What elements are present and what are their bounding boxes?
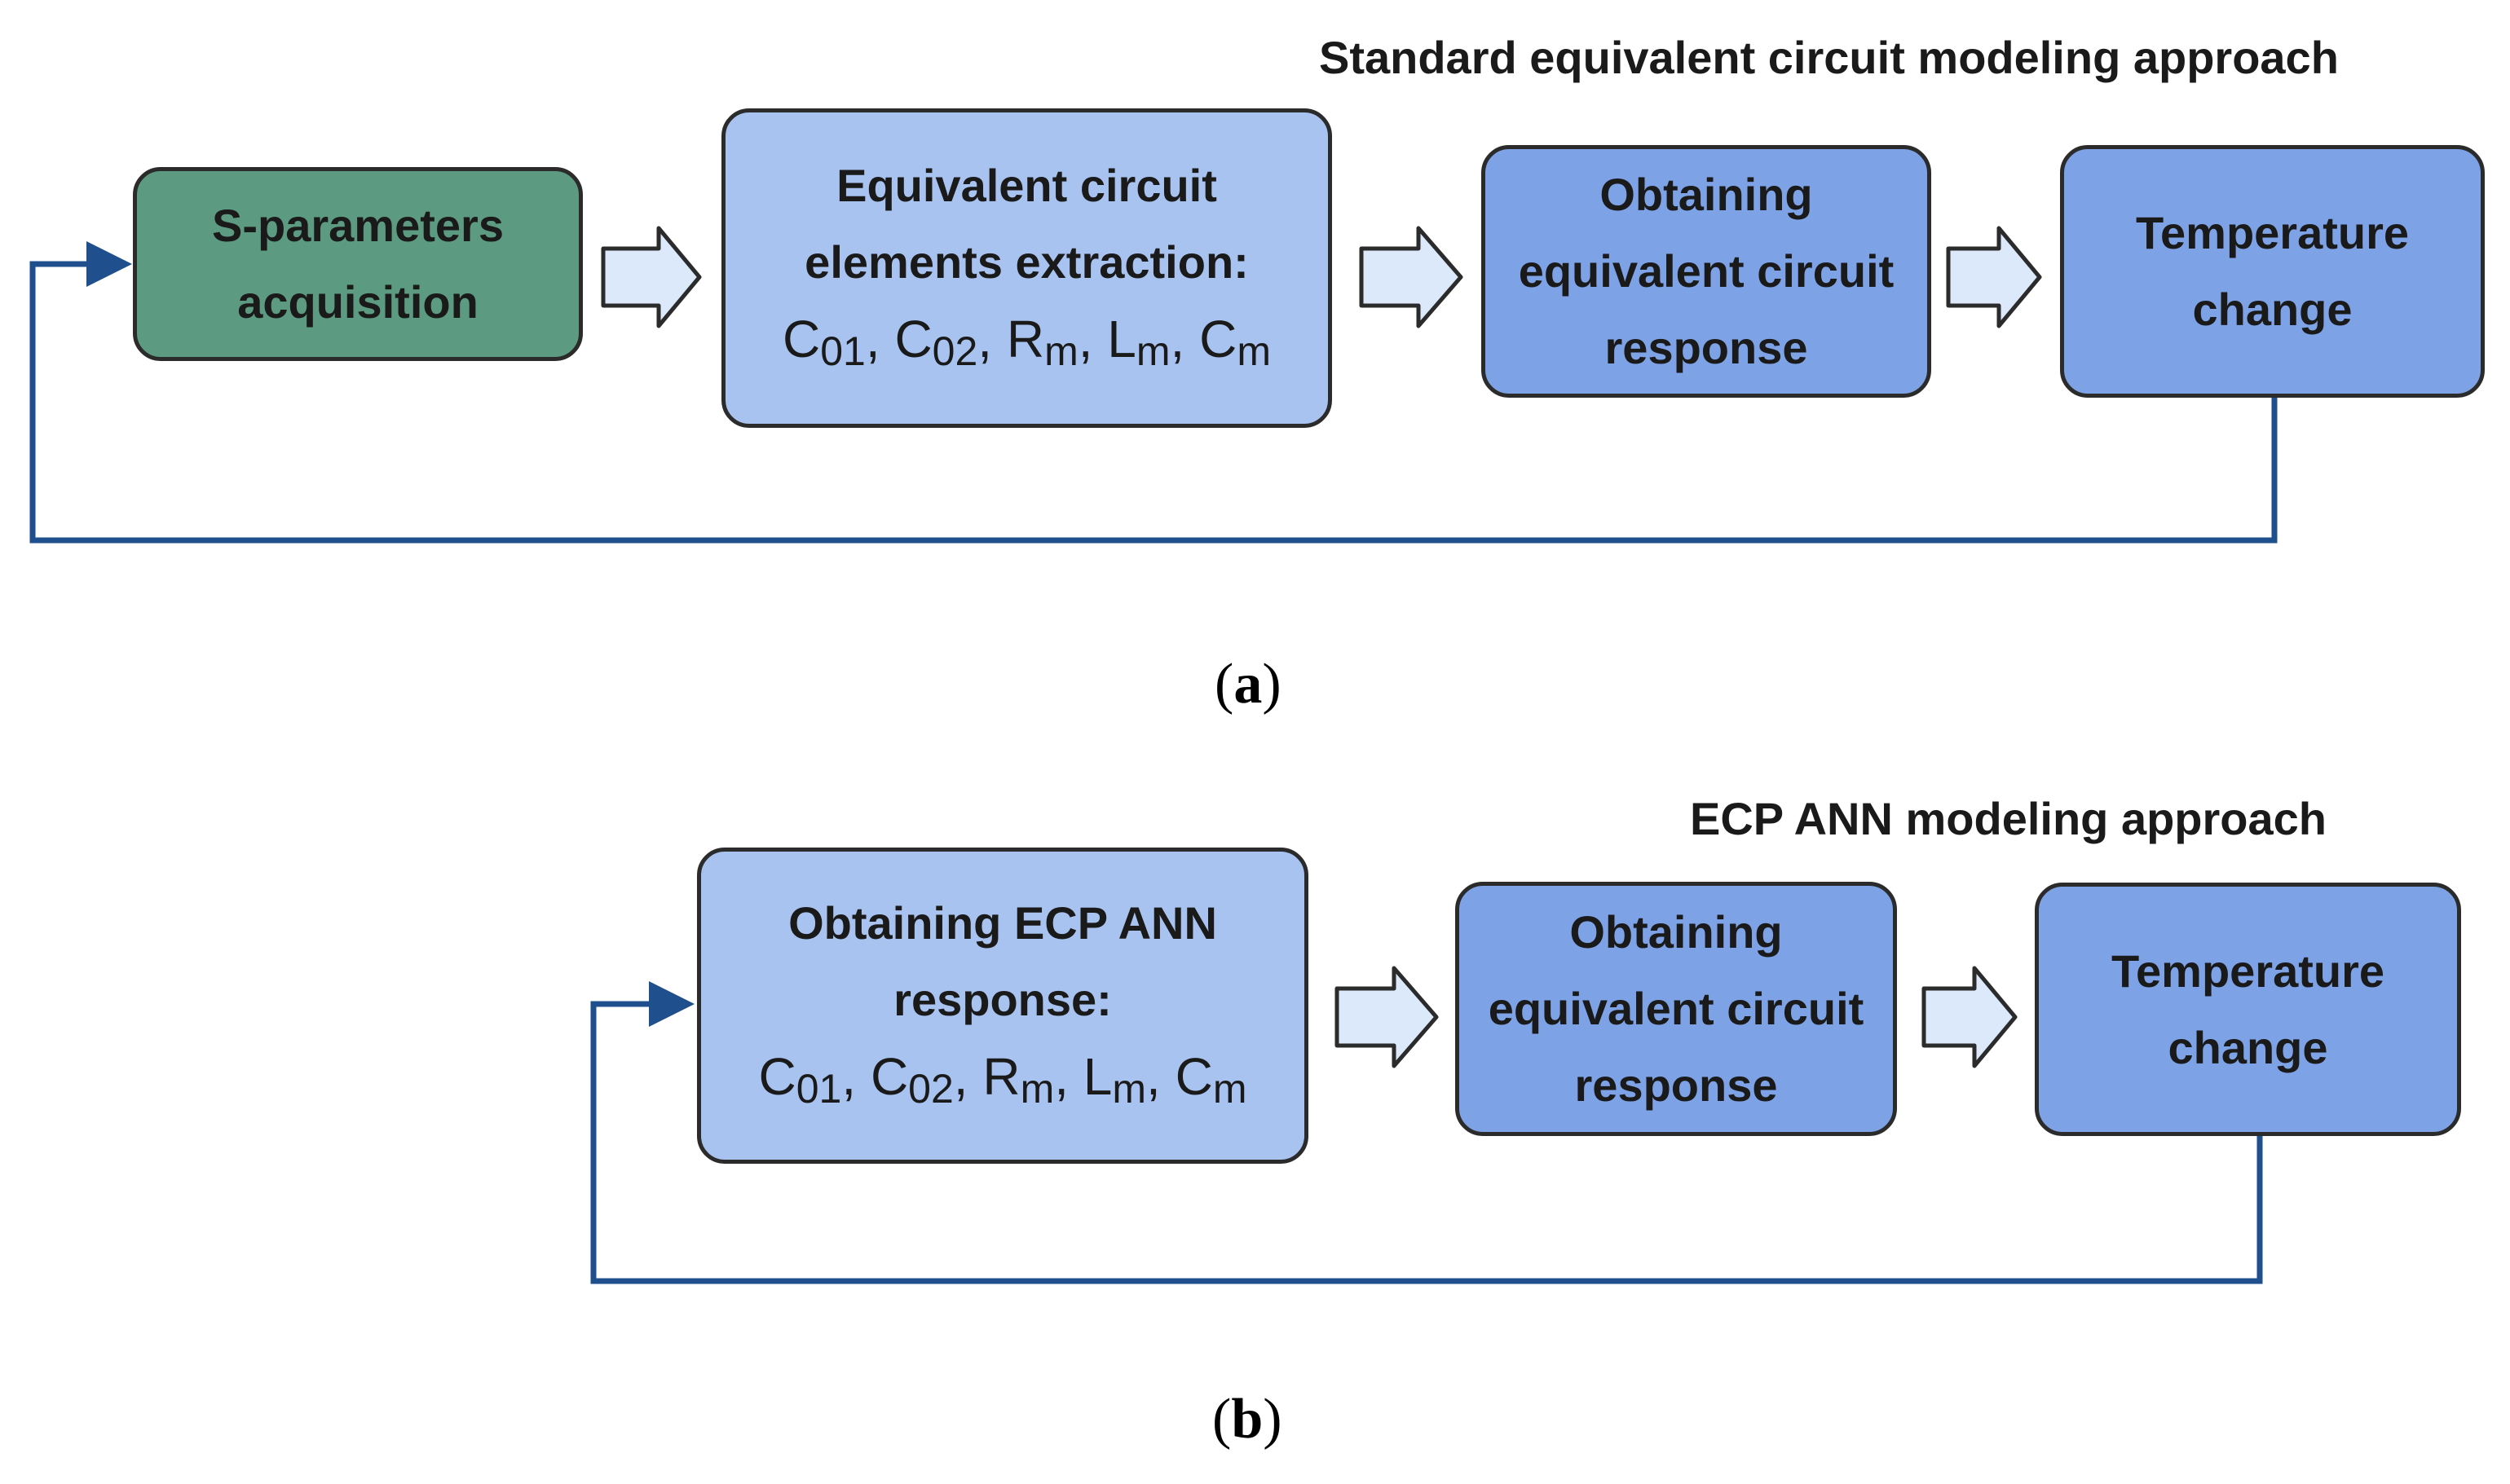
equivalent-circuit-response-box: Obtaining equivalent circuit response <box>1481 145 1931 398</box>
feedback-loop-arrow <box>590 981 2263 1284</box>
box-label-line: response <box>1604 322 1808 373</box>
box-label-line: response: <box>893 973 1112 1025</box>
panel-a-caption: (a) <box>1215 653 1281 716</box>
box-label-line: equivalent circuit <box>1488 983 1864 1034</box>
box-label-line: change <box>2168 1021 2328 1073</box>
flow-arrow-icon <box>1946 226 2042 328</box>
equivalent-circuit-extraction-box: Equivalent circuit elements extraction: … <box>721 108 1332 428</box>
flow-arrow-icon <box>1359 226 1463 328</box>
temperature-change-box: Temperature change <box>2035 883 2461 1136</box>
ecp-ann-response-box: Obtaining ECP ANN response: C01, C02, Rm… <box>697 848 1308 1164</box>
panel-b: ECP ANN modeling approach Obtaining ECP … <box>0 742 2510 1483</box>
box-label-line: response <box>1574 1059 1778 1111</box>
equivalent-circuit-response-box: Obtaining equivalent circuit response <box>1455 882 1897 1136</box>
flow-arrow-icon <box>1334 966 1439 1068</box>
flow-arrow-icon <box>1921 966 2018 1068</box>
box-label-line: Obtaining ECP ANN <box>788 896 1217 949</box>
box-label-line: Obtaining <box>1599 169 1813 220</box>
panel-a: Standard equivalent circuit modeling app… <box>133 32 2485 716</box>
box-label-line: Equivalent circuit <box>836 159 1217 211</box>
box-label-line: equivalent circuit <box>1518 245 1895 297</box>
temperature-change-box: Temperature change <box>2060 145 2485 398</box>
panel-b-title: ECP ANN modeling approach <box>1690 793 2327 844</box>
box-label-line: Temperature <box>2111 945 2385 997</box>
s-parameters-acquisition-box: S-parameters acquisition <box>133 167 583 361</box>
box-label-line: acquisition <box>237 276 479 328</box>
box-label-line: elements extraction: <box>805 236 1249 288</box>
box-label-line: change <box>2192 284 2353 335</box>
flow-arrow-icon <box>601 226 702 328</box>
box-label-line: S-parameters <box>212 200 504 251</box>
feedback-loop-arrow <box>29 241 2278 544</box>
box-label-line: Temperature <box>2135 207 2410 258</box>
panel-b-caption: (b) <box>1212 1388 1282 1451</box>
box-label-line: Obtaining <box>1569 906 1783 958</box>
circuit-elements-formula: C01, C02, Rm, Lm, Cm <box>758 1046 1247 1112</box>
circuit-elements-formula: C01, C02, Rm, Lm, Cm <box>783 309 1271 374</box>
panel-a-title: Standard equivalent circuit modeling app… <box>1319 32 2339 83</box>
